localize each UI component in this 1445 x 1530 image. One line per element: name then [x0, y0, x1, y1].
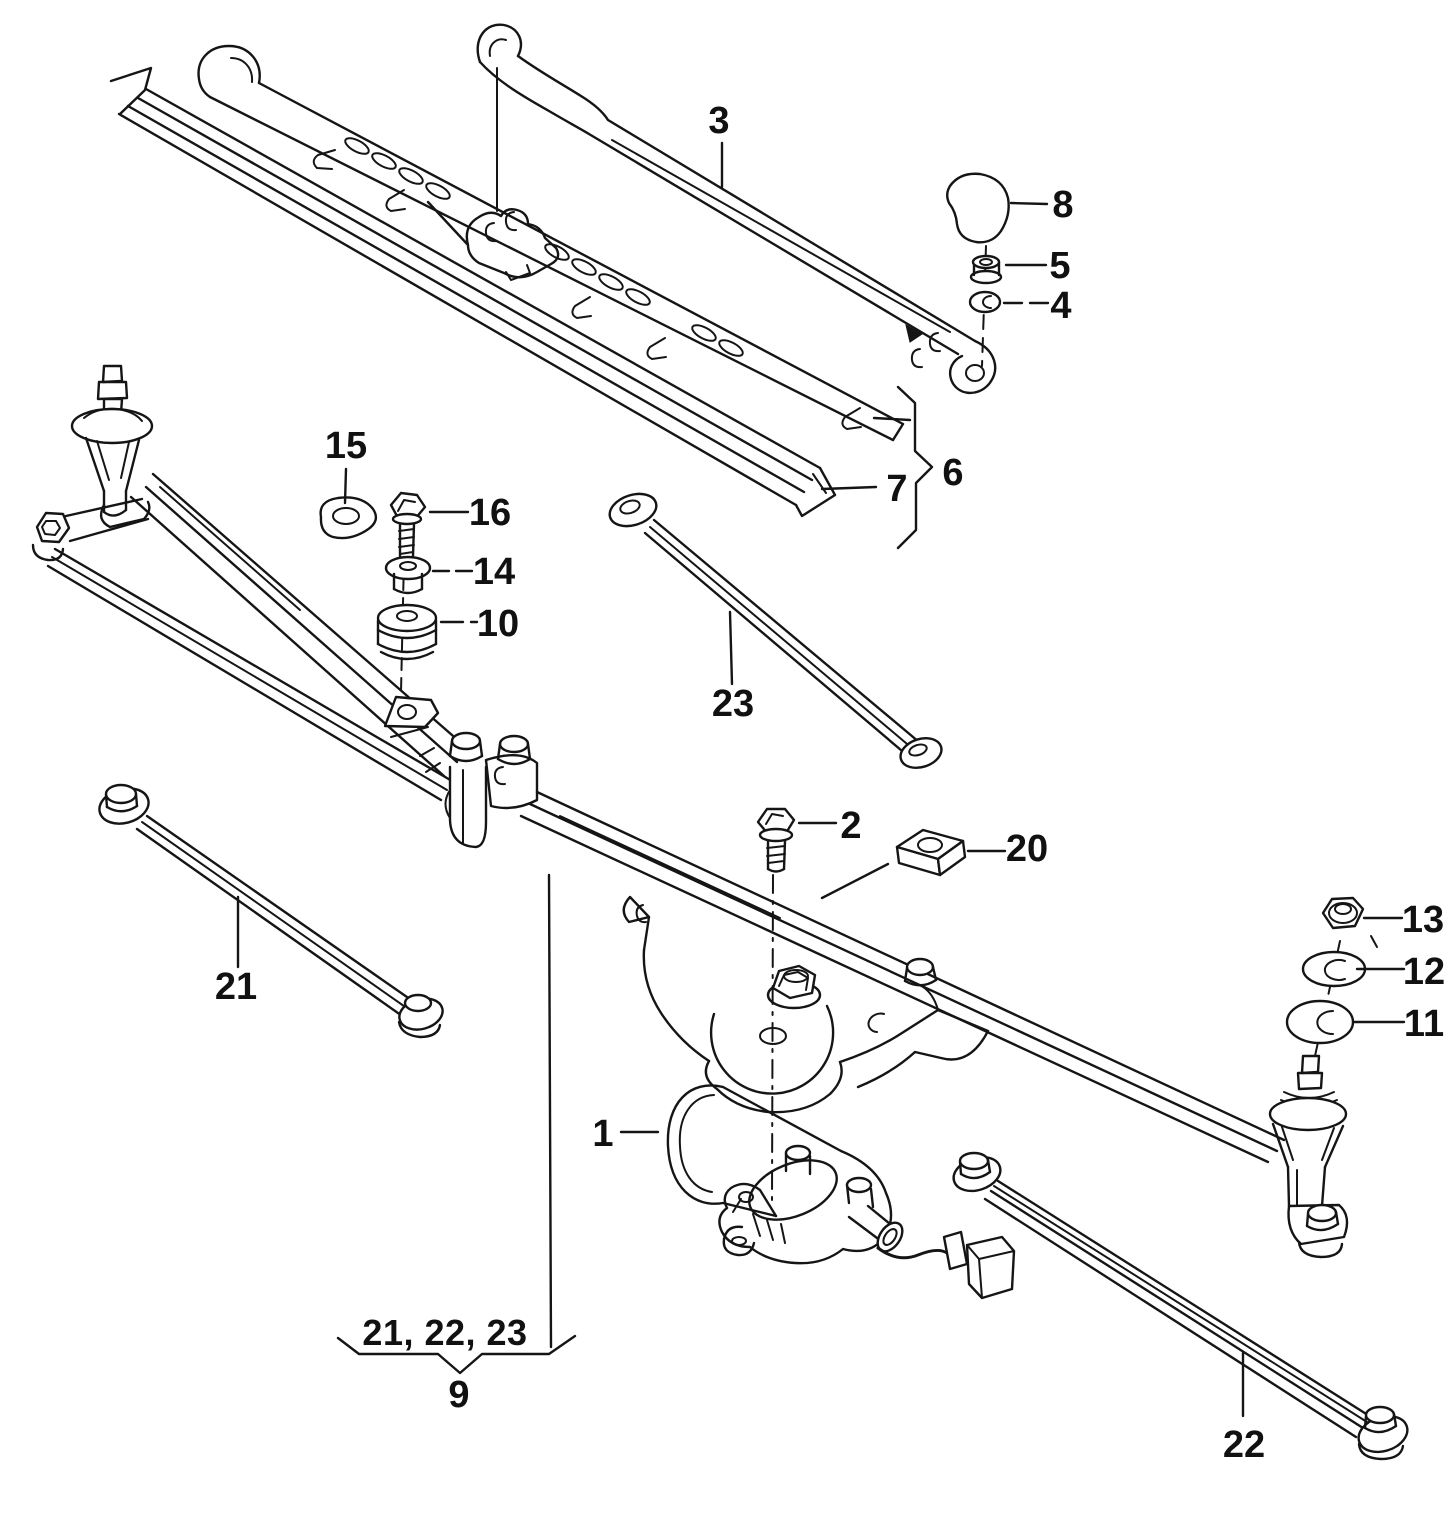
link-rod-21	[98, 783, 444, 1039]
bolt-16	[389, 491, 427, 558]
callout-15[interactable]: 15	[325, 425, 367, 467]
callout-20[interactable]: 20	[1006, 828, 1048, 870]
bolt-2	[756, 807, 796, 873]
clip-15	[319, 496, 378, 540]
blade-frame-slots	[344, 137, 744, 357]
brace-part-6	[896, 385, 934, 550]
blade-frame-claws	[312, 149, 862, 430]
callout-12[interactable]: 12	[1403, 951, 1445, 993]
wiper-arm-cap-8	[946, 172, 1010, 244]
leader-lines	[236, 141, 1406, 1418]
hex-nut-5	[969, 254, 1003, 285]
motor-connector	[965, 1235, 1016, 1300]
washer-4	[968, 290, 1002, 314]
callout-5[interactable]: 5	[1049, 245, 1070, 287]
square-nut-20	[895, 828, 967, 877]
washer-11	[1285, 999, 1355, 1045]
grommet-10	[376, 603, 438, 661]
wiper-blade-frame	[197, 44, 905, 442]
motor-mount-plate	[622, 895, 990, 1114]
callout-23[interactable]: 23	[712, 683, 754, 725]
left-wiper-spindle	[70, 364, 154, 529]
callout-1[interactable]: 1	[592, 1113, 613, 1155]
wiper-blade-rubber	[109, 66, 837, 518]
callout-13[interactable]: 13	[1402, 899, 1444, 941]
motor-cable	[876, 1246, 949, 1260]
link-rod-23	[608, 492, 943, 770]
callout-8[interactable]: 8	[1052, 184, 1073, 226]
drive-rod-left	[46, 547, 454, 802]
callout-4[interactable]: 4	[1050, 285, 1071, 327]
arm-eyelet-hole	[965, 364, 985, 382]
pivot-stud	[766, 964, 822, 1010]
leader-line-7	[820, 485, 878, 491]
right-wiper-spindle	[1268, 1054, 1349, 1259]
callout-21[interactable]: 21	[215, 966, 257, 1008]
callout-group-items[interactable]: 21, 22, 23	[362, 1312, 527, 1353]
leader-line-23	[728, 610, 734, 686]
callout-14[interactable]: 14	[473, 551, 515, 593]
callout-6[interactable]: 6	[942, 452, 963, 494]
frame-grommet-tab	[383, 695, 440, 738]
callout-10[interactable]: 10	[477, 603, 519, 645]
wiper-arm	[476, 23, 997, 394]
callout-22[interactable]: 22	[1223, 1424, 1265, 1466]
washer-14	[384, 555, 432, 595]
callout-3[interactable]: 3	[708, 100, 729, 142]
plate-stud	[903, 957, 938, 987]
link-rod-22	[952, 1151, 1409, 1461]
leader-line-20b	[820, 862, 890, 900]
callout-11[interactable]: 11	[1404, 1003, 1444, 1045]
callout-16[interactable]: 16	[469, 492, 511, 534]
brace-group-9	[336, 1334, 577, 1375]
left-crank-arm	[31, 497, 150, 562]
washer-12	[1301, 950, 1367, 988]
leader-line-group-9	[547, 873, 553, 1349]
wiper-motor	[666, 1084, 1016, 1300]
center-link-joint	[444, 731, 539, 849]
blade-center-bridge	[426, 200, 560, 281]
callout-7[interactable]: 7	[886, 468, 907, 510]
leader-line-6	[872, 416, 912, 422]
hex-nut-13	[1321, 896, 1378, 948]
callout-2[interactable]: 2	[840, 805, 861, 847]
leader-line-8	[1009, 201, 1049, 206]
axis-bolt2-to-motor	[771, 874, 774, 1201]
leader-line-15	[343, 467, 348, 505]
callout-group-result[interactable]: 9	[448, 1374, 469, 1416]
cable-grommet	[942, 1230, 969, 1271]
